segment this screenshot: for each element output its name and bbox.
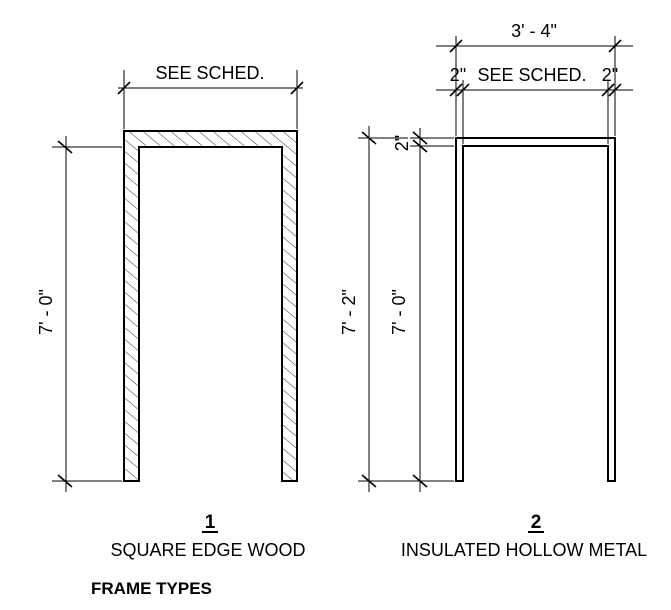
frame-2-height-dimension: 7' - 0" bbox=[389, 156, 428, 492]
sheet-title: FRAME TYPES bbox=[91, 579, 212, 598]
frame-2-overall-height-label: 7' - 2" bbox=[339, 289, 359, 335]
frame-2-width-label: SEE SCHED. bbox=[477, 65, 586, 85]
frame-2-overall-width-dimension: 3' - 4" bbox=[436, 21, 633, 136]
wood-frame-profile bbox=[123, 130, 298, 482]
frame-2-jamb-left-label: 2" bbox=[450, 65, 466, 85]
frame-2-head-dimension: 2" bbox=[392, 128, 454, 156]
frame-2-overall-width-label: 3' - 4" bbox=[511, 21, 557, 41]
frame-1: SEE SCHED. 7' - 0" 1 SQUARE EDGE WOOD bbox=[36, 63, 306, 560]
frame-2-head-label: 2" bbox=[392, 135, 412, 151]
frame-1-height-dimension: 7' - 0" bbox=[36, 136, 122, 492]
frame-2-overall-height-dimension: 7' - 2" bbox=[339, 126, 454, 492]
frame-1-width-dimension: SEE SCHED. bbox=[117, 63, 304, 129]
frame-1-width-label: SEE SCHED. bbox=[155, 63, 264, 83]
frame-1-height-label: 7' - 0" bbox=[36, 289, 56, 335]
frame-2-jamb-right-label: 2" bbox=[602, 65, 618, 85]
frame-2-height-label: 7' - 0" bbox=[389, 289, 409, 335]
frame-2-name: INSULATED HOLLOW METAL bbox=[401, 540, 647, 560]
frame-1-number: 1 bbox=[205, 512, 216, 533]
hollow-metal-frame-profile bbox=[455, 137, 616, 482]
frame-1-name: SQUARE EDGE WOOD bbox=[110, 540, 305, 560]
frame-2-number: 2 bbox=[531, 512, 542, 533]
frame-2-width-dimension: 2" SEE SCHED. 2" bbox=[436, 65, 633, 144]
frame-2: 3' - 4" 2" SEE SCHED. 2" 2" bbox=[339, 21, 647, 560]
